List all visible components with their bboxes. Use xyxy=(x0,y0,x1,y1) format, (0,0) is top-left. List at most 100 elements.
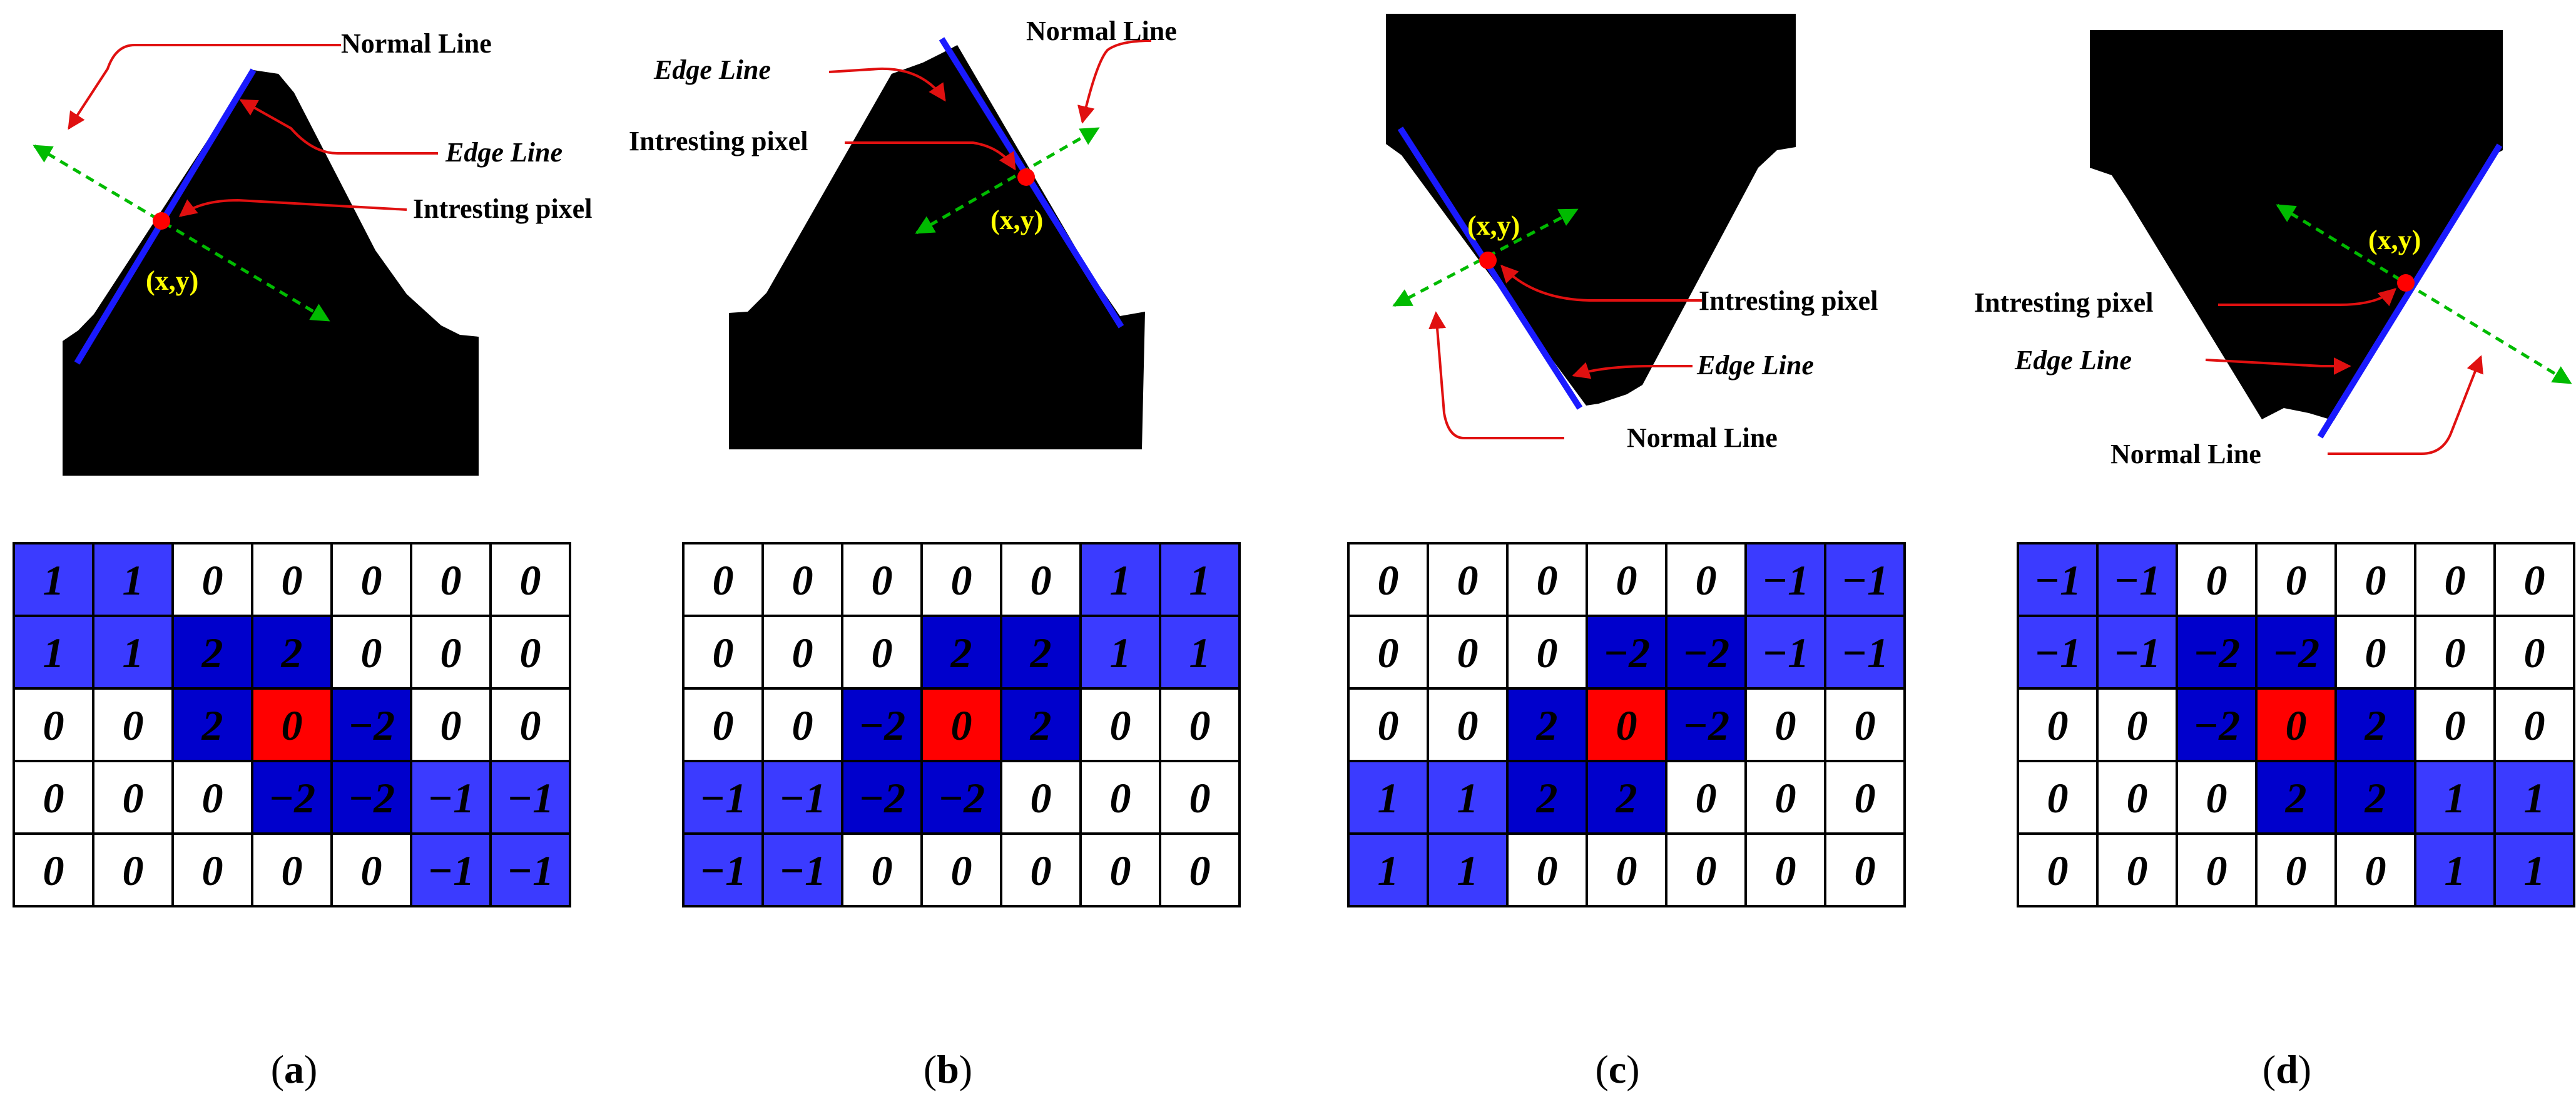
edge-line-label-b: Edge Line xyxy=(653,54,771,85)
kernel-cell xyxy=(1079,832,1161,907)
kernel-cell-value: 0 xyxy=(1189,847,1211,894)
kernel-cell xyxy=(2334,760,2416,835)
kernel-cell xyxy=(2334,615,2416,690)
kernel-cell xyxy=(2096,760,2178,835)
kernel-cell xyxy=(682,687,764,762)
arrow-normal-c xyxy=(1428,311,1564,439)
kernel-cell-value: 2 xyxy=(1536,702,1558,749)
kernel-cell-value: 0 xyxy=(1378,702,1399,749)
arrow-normal-b xyxy=(1077,39,1152,124)
kernel-cell xyxy=(251,832,333,907)
kernel-cell xyxy=(489,542,571,617)
kernel-cell-value: 0 xyxy=(2445,629,2466,677)
kernel-cell xyxy=(2334,542,2416,617)
kernel-cell xyxy=(13,687,94,762)
kernel-cell xyxy=(1586,760,1667,835)
kernel-cell xyxy=(2017,687,2099,762)
kernel-cell-value: 0 xyxy=(713,702,734,749)
kernel-cell xyxy=(1506,615,1588,690)
kernel-cell xyxy=(1000,832,1082,907)
object-shape-a xyxy=(63,70,479,476)
kernel-cell-value: 0 xyxy=(1775,774,1796,822)
kernel-cell xyxy=(251,760,333,835)
kernel-cell-value: 0 xyxy=(2047,702,2069,749)
kernel-cell xyxy=(2493,832,2575,907)
arrow-pixel-c xyxy=(1500,264,1702,302)
kernel-cell-value: 0 xyxy=(2365,629,2386,677)
caption-b: (b) xyxy=(924,1047,972,1091)
edge-line-label-a: Edge Line xyxy=(445,137,563,168)
kernel-cell xyxy=(92,615,174,690)
kernel-cell xyxy=(1159,542,1241,617)
kernel-cell-value: 0 xyxy=(1616,556,1637,604)
kernel-cell-value: 0 xyxy=(2286,847,2307,894)
kernel-cell-value: 0 xyxy=(123,847,144,894)
kernel-cell-value: 0 xyxy=(713,556,734,604)
kernel-cell xyxy=(2255,760,2337,835)
kernel-cell-value: 0 xyxy=(1031,774,1052,822)
arrow-pixel-a xyxy=(178,198,407,217)
kernel-cell xyxy=(2176,687,2258,762)
kernel-cell xyxy=(2493,542,2575,617)
kernel-cell xyxy=(841,615,923,690)
kernel-cell-value: 0 xyxy=(951,702,972,749)
kernel-cell-value: 0 xyxy=(520,629,541,677)
kernel-cell-value: 2 xyxy=(1030,702,1052,749)
kernel-cell-value: 0 xyxy=(1537,847,1558,894)
kernel-cell-value: 1 xyxy=(2445,847,2466,894)
kernel-cell-value: 0 xyxy=(440,702,462,749)
kernel-cell-value: 2 xyxy=(201,629,223,677)
kernel-cell-value: 0 xyxy=(1378,629,1399,677)
kernel-cell-value: 0 xyxy=(1031,847,1052,894)
kernel-cell-value: 0 xyxy=(1855,847,1876,894)
kernel-cell-value: −2 xyxy=(1603,629,1650,677)
kernel-cell-value: 0 xyxy=(2445,702,2466,749)
kernel-cell-value: 0 xyxy=(1378,556,1399,604)
kernel-cell-value: 2 xyxy=(2365,774,2386,822)
pixel-label-d: Intresting pixel xyxy=(1974,287,2153,318)
kernel-cell-value: 0 xyxy=(951,556,972,604)
kernel-cell-value: 0 xyxy=(1189,774,1211,822)
kernel-cell-value: 0 xyxy=(2127,774,2148,822)
kernel-cell xyxy=(2414,542,2496,617)
kernel-cell-value: −1 xyxy=(427,774,474,822)
kernel-cell xyxy=(2017,615,2099,690)
kernel-cell-value: −1 xyxy=(427,847,474,894)
kernel-cell xyxy=(1079,687,1161,762)
point-label-a: (x,y) xyxy=(146,265,198,296)
kernel-cell-value: 1 xyxy=(1378,774,1399,822)
kernel-cell xyxy=(682,760,764,835)
pixel-label-a: Intresting pixel xyxy=(413,193,592,224)
illustration-d: (x,y) Normal Line Edge Line Intresting p… xyxy=(1974,30,2572,469)
kernel-cell-value: 1 xyxy=(43,556,64,604)
kernel-cell-value: 1 xyxy=(2445,774,2466,822)
kernel-cell xyxy=(1824,832,1906,907)
kernel-cell xyxy=(330,687,412,762)
kernel-cell xyxy=(251,615,333,690)
illustration-a: (x,y) Normal Line Edge Line Intresting p… xyxy=(33,28,592,476)
kernel-cell-value: 1 xyxy=(1378,847,1399,894)
kernel-cell-value: −1 xyxy=(2114,556,2161,604)
kernel-cell-value: 2 xyxy=(1616,774,1637,822)
kernel-cell xyxy=(1824,760,1906,835)
kernel-cell-value: 0 xyxy=(123,774,144,822)
arrow-edge-a xyxy=(239,99,438,155)
kernel-cell-value: −2 xyxy=(938,774,985,822)
kernel-cell-value: 2 xyxy=(950,629,972,677)
kernel-cell-value: 2 xyxy=(1536,774,1558,822)
kernel-cell-value: 0 xyxy=(2206,556,2227,604)
kernel-cell-value: −1 xyxy=(700,774,746,822)
object-shape-c xyxy=(1386,14,1796,406)
kernel-cell-value: 2 xyxy=(2365,702,2386,749)
kernel-cell xyxy=(2334,832,2416,907)
kernel-cell-value: 1 xyxy=(123,629,144,677)
kernel-cell xyxy=(2176,832,2258,907)
kernel-cell-value: 1 xyxy=(43,629,64,677)
kernel-cell-value: −1 xyxy=(2034,629,2081,677)
kernel-cell xyxy=(1427,832,1509,907)
kernel-cell-value: 0 xyxy=(2127,702,2148,749)
arrow-normal-d xyxy=(2328,355,2483,455)
